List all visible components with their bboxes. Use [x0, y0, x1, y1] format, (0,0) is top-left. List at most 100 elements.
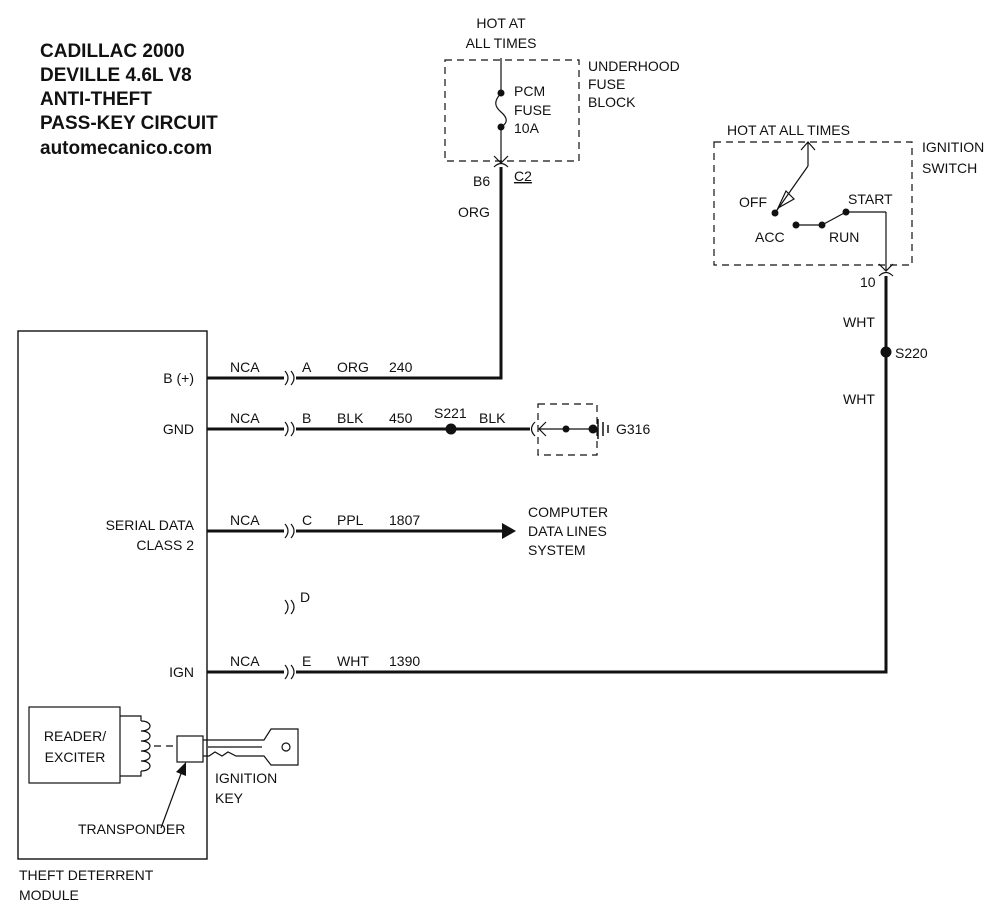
fuse-block-name-2: FUSE	[588, 76, 625, 92]
ign-wire	[296, 276, 888, 674]
connector-a-icon	[284, 370, 295, 386]
diagram-title: CADILLAC 2000 DEVILLE 4.6L V8 ANTI-THEFT…	[40, 41, 218, 159]
fuse-wire-color: ORG	[458, 204, 490, 220]
pin-b-function: GND	[163, 421, 194, 437]
ground-connector-icon	[530, 421, 536, 437]
reader-label-1: READER/	[44, 728, 106, 744]
theft-deterrent-module: THEFT DETERRENT MODULE B (+) GND SERIAL …	[17, 330, 208, 903]
circuit-e-number: 1390	[389, 653, 420, 669]
connector-c-icon	[284, 523, 295, 539]
ign-run-label: RUN	[829, 229, 859, 245]
underhood-fuse-block: HOT AT ALL TIMES PCM FUSE 10A UNDERHOOD …	[444, 15, 680, 220]
antenna-leads	[120, 715, 142, 777]
ground-g316: G316	[530, 403, 650, 456]
title-line-4: PASS-KEY CIRCUIT	[40, 113, 218, 134]
title-line-2: DEVILLE 4.6L V8	[40, 65, 192, 86]
ign-switch-name-2: SWITCH	[922, 160, 977, 176]
fuse-block-outline	[444, 59, 580, 162]
fuse-block-name-1: UNDERHOOD	[588, 58, 680, 74]
fuse-connector-female-icon	[493, 162, 509, 168]
transponder-arrow-icon	[176, 762, 186, 776]
reader-exciter-box	[28, 706, 121, 784]
data-lines-label-1: COMPUTER	[528, 504, 608, 520]
transponder-label: TRANSPONDER	[78, 821, 185, 837]
fuse-label-2: FUSE	[514, 102, 551, 118]
splice-s221-label: S221	[434, 405, 467, 421]
reader-label-2: EXCITER	[45, 749, 106, 765]
fuse-cavity-label: B6	[473, 173, 490, 189]
circuit-d-pin: D	[300, 589, 310, 605]
ign-connector-icon	[878, 263, 894, 272]
fuse-hot-label-2: ALL TIMES	[466, 35, 537, 51]
circuit-c-pin: C	[302, 512, 312, 528]
module-outline	[17, 330, 208, 860]
circuit-c-labels: NCA C PPL 1807	[230, 512, 420, 528]
circuit-a-pin: A	[302, 359, 312, 375]
pin-c-function-1: SERIAL DATA	[106, 517, 195, 533]
circuit-b-nca: NCA	[230, 410, 260, 426]
key-label-2: KEY	[215, 790, 244, 806]
connector-d-icon	[284, 599, 295, 615]
module-name-2: MODULE	[19, 887, 79, 903]
circuit-b-number: 450	[389, 410, 413, 426]
splice-s221	[445, 423, 457, 435]
key-ring-hole	[281, 742, 291, 752]
transponder-chip	[176, 735, 204, 763]
fuse-label-1: PCM	[514, 83, 545, 99]
ign-switch-blade	[774, 165, 809, 214]
circuit-b-color: BLK	[337, 410, 364, 426]
circuit-a-number: 240	[389, 359, 413, 375]
title-source: automecanico.com	[40, 138, 212, 159]
ground-wire-color: BLK	[479, 410, 506, 426]
ign-wire-color-lower: WHT	[843, 391, 875, 407]
key-label-1: IGNITION	[215, 770, 277, 786]
antenna-coil-icon	[140, 720, 151, 772]
splice-s220-label: S220	[895, 345, 928, 361]
serial-data-arrow-icon	[502, 523, 516, 539]
connector-b-icon	[284, 421, 295, 437]
fuse-connector-label: C2	[514, 168, 532, 184]
ign-switch-outline	[713, 141, 913, 266]
module-name-1: THEFT DETERRENT	[19, 867, 154, 883]
ign-terminal-label: 10	[860, 274, 876, 290]
circuit-a-nca: NCA	[230, 359, 260, 375]
ign-switch-arrow-icon	[776, 189, 795, 210]
circuit-e-labels: NCA E WHT 1390	[230, 653, 420, 669]
circuit-b-labels: NCA B BLK 450	[230, 410, 413, 426]
b-plus-wire	[296, 167, 503, 380]
ign-hot-label: HOT AT ALL TIMES	[727, 122, 850, 138]
ground-terminal	[588, 424, 598, 434]
ign-start-label: START	[848, 191, 893, 207]
circuit-e-nca: NCA	[230, 653, 260, 669]
circuit-e-color: WHT	[337, 653, 369, 669]
fuse-label-3: 10A	[514, 120, 540, 136]
circuit-c-nca: NCA	[230, 512, 260, 528]
circuit-e-pin: E	[302, 653, 311, 669]
circuit-c-number: 1807	[389, 512, 420, 528]
pin-e-function: IGN	[169, 664, 194, 680]
title-line-1: CADILLAC 2000	[40, 41, 185, 62]
ignition-switch: HOT AT ALL TIMES IGNITION SWITCH OFF ACC…	[713, 122, 984, 407]
circuit-c-color: PPL	[337, 512, 364, 528]
ign-wire-color-upper: WHT	[843, 314, 875, 330]
ign-switch-name-1: IGNITION	[922, 139, 984, 155]
fuse-hot-label-1: HOT AT	[476, 15, 526, 31]
data-lines-label-2: DATA LINES	[528, 523, 607, 539]
transponder-pointer	[160, 770, 183, 829]
pin-c-function-2: CLASS 2	[136, 537, 194, 553]
ign-off-contact	[771, 209, 779, 217]
pin-a-function: B (+)	[163, 370, 194, 386]
key-outline	[203, 728, 299, 766]
ground-id-label: G316	[616, 421, 650, 437]
data-lines-label-3: SYSTEM	[528, 542, 586, 558]
ign-acc-label: ACC	[755, 229, 785, 245]
title-line-3: ANTI-THEFT	[40, 89, 152, 110]
ignition-key-icon: IGNITION KEY	[203, 728, 299, 806]
circuit-a-labels: NCA A ORG 240	[230, 359, 413, 375]
circuit-b-pin: B	[302, 410, 311, 426]
connector-e-icon	[284, 664, 295, 680]
ground-junction	[562, 425, 570, 433]
fuse-element-icon	[495, 92, 507, 128]
ign-off-label: OFF	[739, 194, 767, 210]
